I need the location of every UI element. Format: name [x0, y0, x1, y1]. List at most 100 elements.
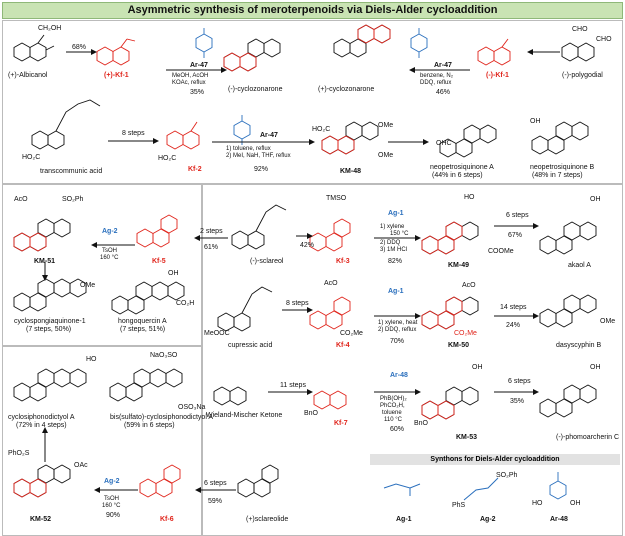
row1-yield3: 46%: [436, 89, 451, 96]
cyclospongia-ome: OMe: [80, 282, 96, 289]
sc-cond3: 2) DDQ: [380, 240, 401, 246]
scheme-title: Asymmetric synthesis of meroterpenoids v…: [127, 4, 498, 16]
synthon-ag1-label: Ag-1: [396, 516, 412, 523]
wm-cond3: toluene: [382, 410, 402, 416]
cyclospongia-yield: (7 steps, 50%): [26, 326, 72, 333]
lu-steps: 2 steps: [200, 228, 223, 235]
cupressic-structure: [218, 286, 273, 331]
wm-yield: 60%: [390, 426, 405, 433]
transcommunic-structure: [32, 99, 101, 149]
row2-cond2: 2) MeI, NaH, THF, reflux: [226, 153, 291, 159]
sc-yield3: 67%: [508, 232, 523, 239]
cyclospongiaquinone-structure: [14, 278, 87, 311]
kf4-structure: [310, 297, 350, 329]
cyclozonarone-minus-structure: [224, 39, 280, 71]
neo-a-yield: (44% in 6 steps): [432, 172, 483, 179]
sclareol-label: (-)-sclareol: [250, 258, 284, 265]
quinone-reagent-3: [234, 115, 250, 145]
polygodial-label: (-)-polygodial: [562, 72, 603, 79]
cu-cond2: 2) DDQ, reflux: [378, 327, 417, 333]
km48-structure: [322, 122, 378, 154]
km53-label: KM-53: [456, 434, 478, 441]
cu-reagent: Ag-1: [388, 288, 404, 295]
dasyscyphin-ome: OMe: [600, 318, 616, 325]
phomo-oh: OH: [590, 364, 601, 371]
panel-left-upper: [2, 184, 202, 346]
km49-coome: COOMe: [488, 248, 514, 255]
synthon-ar48-ho: HO: [532, 500, 543, 507]
transcommunic-label: transcommunic acid: [40, 168, 103, 175]
phomoarcherin-structure: [540, 385, 596, 417]
neopetrosiquinone-b-structure: [532, 122, 588, 154]
wieland-structure: [214, 387, 246, 405]
km52-label: KM-52: [30, 516, 52, 523]
km51-aco: AcO: [14, 196, 28, 203]
ag1-structure: [383, 483, 421, 496]
kf5-structure: [137, 215, 177, 247]
km52-structure: [14, 465, 70, 497]
km52-phso2: PhO₂S: [8, 450, 30, 457]
dasyscyphin-label: dasyscyphin B: [556, 342, 602, 349]
hongoquercin-oh: OH: [168, 270, 179, 277]
kf4-co2me: CO₂Me: [340, 330, 363, 337]
bis-label: bis(sulfato)-cyclosiphonodictyol A: [110, 414, 214, 421]
ll-yield: 90%: [106, 512, 121, 519]
albicanol-structure: [14, 34, 55, 61]
row1-yield1: 68%: [72, 44, 87, 51]
kf1-right-label: (-)-Kf-1: [486, 72, 509, 79]
lu-cond1: TsOH: [102, 248, 117, 254]
cu-yield2: 24%: [506, 322, 521, 329]
lu-reagent: Ag-2: [102, 228, 118, 235]
sc-cond4: 3) 1M HCl: [380, 247, 408, 253]
km50-label: KM-50: [448, 342, 470, 349]
km48-ome2: OMe: [378, 152, 394, 159]
wm-cond1: PhB(OH)₂: [380, 396, 407, 402]
cyclospongia-label: cyclospongiaquinone-1: [14, 318, 86, 325]
sc-steps: 6 steps: [506, 212, 529, 219]
albicanol-oh-label: CH₂OH: [38, 25, 62, 32]
neo-b-oh: OH: [530, 118, 541, 125]
cyclosiph-label: cyclosiphonodictyol A: [8, 414, 75, 421]
reagent-ar47-right: Ar-47: [434, 62, 452, 69]
sc-cond1: 1) xylene: [380, 224, 405, 230]
kf1-left-structure: [97, 38, 136, 65]
km50-aco: AcO: [462, 282, 476, 289]
km49-label: KM-49: [448, 262, 470, 269]
km53-structure: [422, 387, 478, 419]
hongoquercin-label: hongoquercin A: [118, 318, 167, 325]
cyclozonarone-plus-structure: [334, 24, 391, 57]
transcommunic-ho2c: HO₂C: [22, 154, 41, 161]
km53-oh: OH: [472, 364, 483, 371]
quinone-reagent-2: [411, 28, 427, 58]
cyclosiph-yield: (72% in 4 steps): [16, 422, 67, 429]
wm-yield2: 35%: [510, 398, 525, 405]
kf2-co2h: HO₂C: [158, 155, 177, 162]
synthon-ar48-label: Ar-48: [550, 516, 568, 523]
kf7-structure: [314, 391, 346, 409]
cyclozonarone-plus-label: (+)-cyclozonarone: [318, 86, 375, 93]
cyclosiph-ho: HO: [86, 356, 97, 363]
neo-b-yield: (48% in 7 steps): [532, 172, 583, 179]
phomo-label: (-)-phomoarcherin C: [556, 434, 620, 441]
polygodial-cho-1: CHO: [572, 26, 588, 33]
panel-top: [2, 20, 623, 184]
synthon-ag2-label: Ag-2: [480, 516, 496, 523]
lu-cond2: 160 °C: [100, 255, 119, 261]
row1-cond3: benzene, N₂: [420, 73, 454, 79]
wm-steps: 11 steps: [280, 382, 306, 389]
sclareol-yield: 42%: [300, 242, 315, 249]
quinone-reagent-1: [196, 28, 212, 58]
kf3-tmso: TMSO: [326, 195, 347, 202]
bis-naso3a: NaO₃SO: [150, 352, 178, 359]
km48-label: KM-48: [340, 168, 362, 175]
kf5-label: Kf-5: [152, 258, 166, 265]
wm-reagent: Ar-48: [390, 372, 408, 379]
bis-yield: (59% in 6 steps): [124, 422, 175, 429]
kf3-label: Kf-3: [336, 258, 350, 265]
km49-ho: HO: [464, 194, 475, 201]
ll-cond2: 160 °C: [102, 503, 121, 509]
km51-structure: [14, 219, 70, 251]
synthon-ag2-phs: PhS: [452, 502, 466, 509]
